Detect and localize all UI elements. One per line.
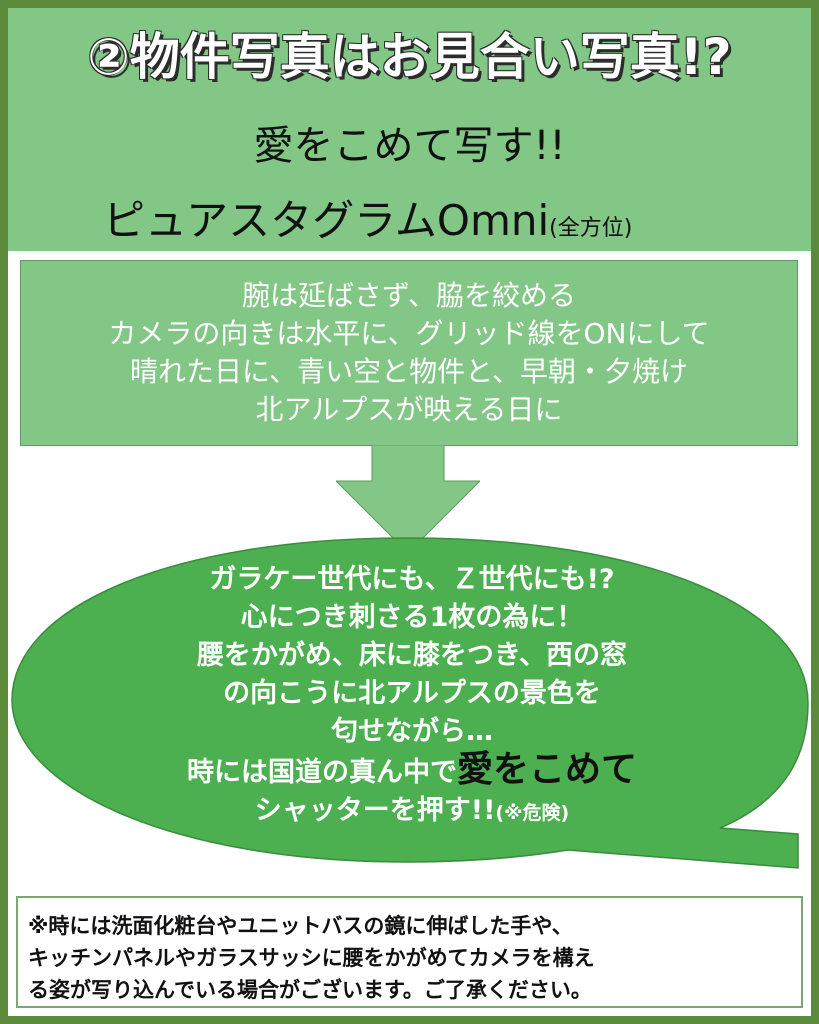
down-arrow-icon [336,445,480,553]
bubble-danger-note: (※危険) [495,802,570,824]
bubble-line-prefix: 時には国道の真ん中で [186,757,457,788]
subtitle-brand-note: (全方位) [549,216,633,241]
bubble-line-last: シャッターを押す!!(※危険) [78,792,746,832]
bubble-text: ガラケー世代にも、Ｚ世代にも!? 心につき刺さる1枚の為に！ 腰をかがめ、床に膝… [78,561,746,832]
disclaimer-box: ※時には洗面化粧台やユニットバスの鏡に伸ばした手や、 キッチンパネルやガラスサッ… [16,896,803,1008]
tips-box: 腕は延ばさず、脇を絞める カメラの向きは水平に、グリッド線をONにして 晴れた日… [20,260,798,446]
bubble-line-emphasis: 時には国道の真ん中で愛をこめて [78,751,746,792]
bubble-line: の向こうに北アルプスの景色を [223,678,601,709]
bubble-line: 腰をかがめ、床に膝をつき、西の窓 [196,640,628,671]
header-panel: ②物件写真はお見合い写真!? 愛をこめて写す!! ピュアスタグラムOmni(全方… [8,8,811,251]
bubble-emphasis: 愛をこめて [456,749,637,790]
bubble-line: 心につき刺さる1枚の為に！ [240,602,584,633]
page-title: ②物件写真はお見合い写真!? [87,28,732,86]
poster-frame: ②物件写真はお見合い写真!? 愛をこめて写す!! ピュアスタグラムOmni(全方… [8,8,811,1016]
subtitle-line-1: 愛をこめて写す!! [253,123,566,169]
subtitle-brand: ピュアスタグラムOmni [103,196,550,245]
disclaimer-line: る姿が写り込んでいる場合がございます。ご了承ください。 [28,978,592,1002]
bubble-line: 匂せながら… [331,716,493,747]
bubble-line-main: シャッターを押す!! [254,795,496,826]
disclaimer-line: ※時には洗面化粧台やユニットバスの鏡に伸ばした手や、 [28,914,573,938]
tip-line: カメラの向きは水平に、グリッド線をONにして [108,317,710,350]
speech-bubble-shape [11,537,809,869]
subtitle-line-2: ピュアスタグラムOmni(全方位) [103,194,783,256]
bubble-line: ガラケー世代にも、Ｚ世代にも!? [209,564,615,595]
tip-line: 北アルプスが映える日に [255,393,563,426]
tip-line: 晴れた日に、青い空と物件と、早朝・夕焼け [129,355,689,388]
tip-line: 腕は延ばさず、脇を絞める [241,279,577,312]
disclaimer-line: キッチンパネルやガラスサッシに腰をかがめてカメラを構え [28,946,595,970]
